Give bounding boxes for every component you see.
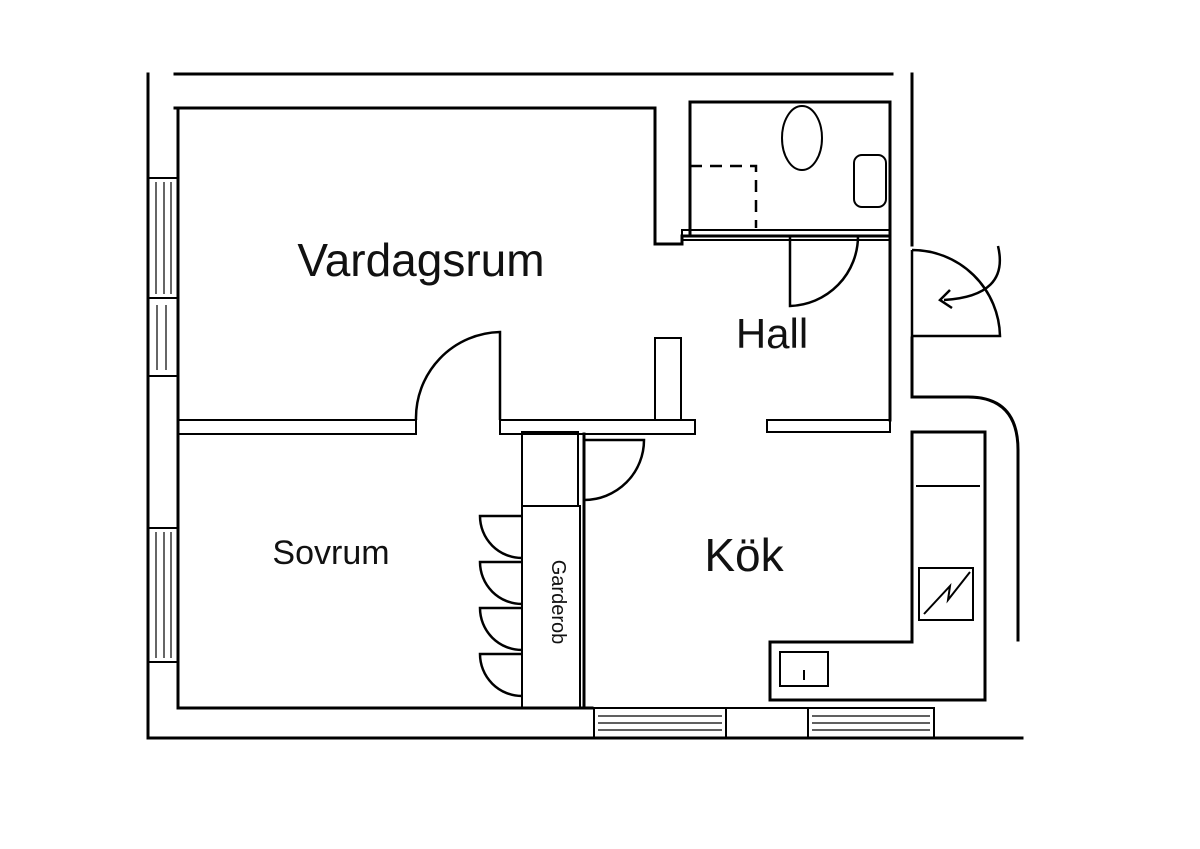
kitchen-fixtures (768, 430, 987, 702)
interior-walls (177, 100, 892, 710)
sink-icon (853, 154, 887, 208)
wardrobe-label: Garderob (547, 560, 569, 645)
entry-arrow-icon (938, 245, 1002, 310)
bedroom-label: Sovrum (272, 534, 389, 572)
hall-label: Hall (736, 310, 808, 357)
left-windows (147, 177, 179, 663)
stove-icon (918, 567, 974, 621)
kitchen-sink-icon (779, 651, 829, 687)
bottom-windows (593, 707, 935, 739)
kitchen-label: Kök (704, 529, 784, 581)
living-room-label: Vardagsrum (297, 234, 544, 286)
bathroom-fixtures (690, 105, 887, 228)
doors (414, 235, 1002, 698)
toilet-icon (781, 105, 823, 171)
